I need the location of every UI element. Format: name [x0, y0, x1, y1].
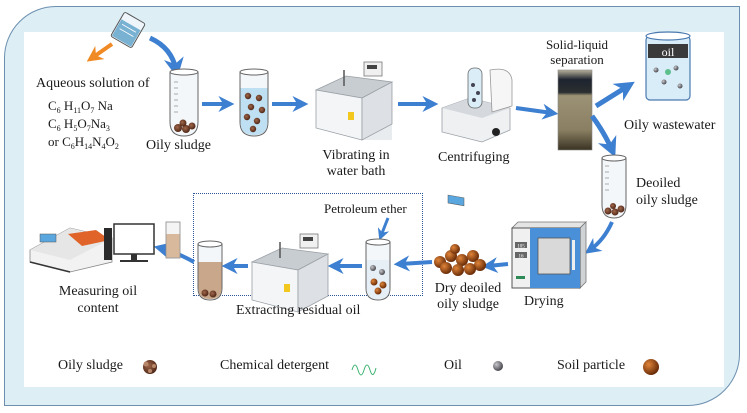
label-centrifuging: Centrifuging [438, 150, 510, 165]
mixed-tube-icon [239, 68, 269, 137]
flow-arrow-to-wastewater [594, 81, 635, 109]
label-petroleum-ether: Petroleum ether [324, 201, 407, 216]
petroleum-ether-tube-icon [365, 238, 391, 301]
computer-icon [104, 223, 155, 262]
flow-arrow [481, 257, 509, 274]
label-deoiled-2: oily sludge [636, 193, 698, 208]
label-measuring-1: Measuring oil [58, 284, 138, 299]
flow-arrow [584, 221, 614, 254]
reagent-title: Aqueous solution of [36, 76, 150, 91]
water-bath-icon [314, 61, 394, 141]
oily-sludge-tube-icon [169, 68, 199, 137]
oven-temp-readout: 105 [517, 245, 525, 250]
label-deoiled-1: Deoiled [636, 176, 681, 191]
legend-label-soil-particle: Soil particle [557, 358, 626, 373]
legend-soil-particle-icon [643, 359, 659, 375]
oil-tag: oil [662, 45, 675, 59]
flow-arrow [515, 103, 559, 120]
reagent-formula-1: C6 H11O7 Na [48, 98, 113, 115]
label-extracting: Extracting residual oil [236, 303, 361, 318]
deoiled-sludge-tube-icon [601, 154, 627, 219]
flow-arrow [393, 255, 433, 272]
oven-time-readout: 16 [519, 255, 525, 260]
label-oily-wastewater: Oily wastewater [624, 118, 716, 133]
drying-oven-icon [511, 221, 587, 289]
orange-arrow [86, 42, 114, 62]
reagent-formula-2: C6 H5O7Na3 [48, 116, 110, 133]
oily-wastewater-beaker-icon [645, 31, 691, 101]
legend-label-oily-sludge: Oily sludge [58, 358, 123, 373]
label-drying: Drying [524, 294, 564, 309]
extracted-oil-tube-icon [197, 240, 223, 301]
legend-oily-sludge-icon [143, 360, 157, 374]
label-separation-1: Solid-liquid [545, 37, 609, 52]
pouring-beaker-icon [110, 12, 146, 48]
label-oily-sludge: Oily sludge [146, 138, 211, 153]
separation-photo [557, 69, 593, 151]
flow-arrow-to-deoiled [589, 114, 617, 158]
centrifuge-icon [441, 67, 513, 207]
label-dry-deoiled-2: oily sludge [437, 297, 499, 312]
label-dry-deoiled-1: Dry deoiled [434, 281, 502, 296]
cuvette-icon [165, 221, 181, 259]
spectrophotometer-icon [29, 227, 113, 273]
legend-detergent-wave-icon [351, 364, 377, 376]
pour-arrow [148, 35, 184, 78]
legend-label-detergent: Chemical detergent [220, 358, 329, 373]
petroleum-ether-arrow [377, 217, 390, 241]
label-separation-2: separation [550, 52, 604, 67]
legend-oil-droplet-icon [493, 361, 503, 371]
label-vibrating-1: Vibrating in [322, 148, 390, 163]
extraction-water-bath-icon [250, 233, 330, 313]
reagent-formula-3: or C6H14N4O2 [48, 134, 119, 151]
dry-deoiled-sludge-icon [434, 244, 486, 276]
label-vibrating-2: water bath [326, 164, 386, 179]
label-measuring-2: content [77, 301, 119, 316]
legend-label-oil: Oil [444, 358, 462, 373]
